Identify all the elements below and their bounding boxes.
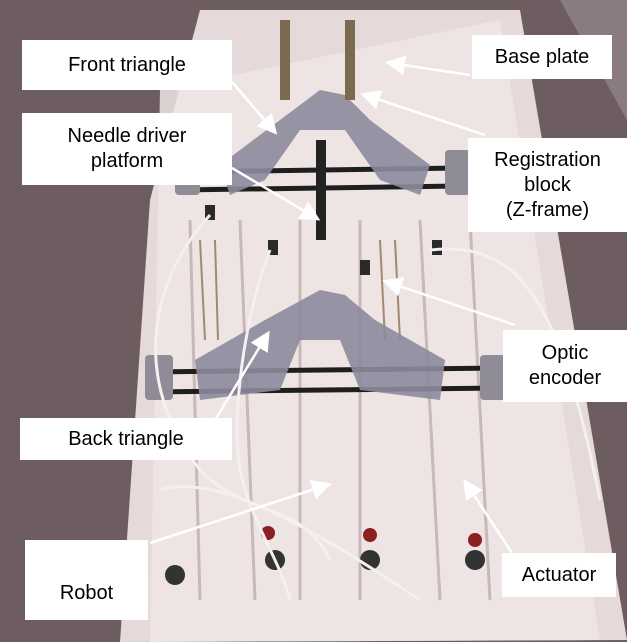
- arrow-needle-driver-platform: [231, 166, 321, 221]
- registration-block-post: [280, 20, 290, 100]
- label-text: Actuator: [521, 563, 597, 586]
- needle-driver-bar: [316, 140, 326, 240]
- arrow-optic-encoder: [382, 277, 516, 327]
- label-text: Robot: [59, 582, 114, 604]
- label-text: Front triangle: [68, 53, 186, 76]
- label-back-triangle: Back triangle: [20, 418, 232, 460]
- arrow-front-triangle: [231, 81, 278, 135]
- label-base-plate: Base plate: [472, 35, 612, 79]
- label-needle-driver-platform: Needle driver platform: [22, 113, 232, 185]
- label-optic-encoder: Optic encoder: [503, 330, 627, 402]
- label-text: encoder: [528, 367, 602, 389]
- label-text: Optic: [541, 342, 589, 364]
- arrow-base-plate: [385, 55, 471, 77]
- label-text: Registration: [494, 148, 601, 171]
- optic-encoders: [205, 205, 442, 275]
- label-actuator: Actuator: [502, 553, 616, 597]
- arrow-actuator: [463, 478, 514, 554]
- label-robot: Robot: [25, 540, 148, 620]
- label-text: Base plate: [494, 45, 590, 68]
- linear-rails: [188, 219, 492, 601]
- arrow-robot: [149, 480, 332, 545]
- label-text: block: [524, 173, 571, 196]
- label-front-triangle: Front triangle: [22, 40, 232, 90]
- label-text: Back triangle: [68, 427, 184, 450]
- front-triangle-part: [220, 90, 430, 195]
- registration-block-post: [345, 20, 355, 100]
- label-text: Needle driver: [67, 125, 187, 147]
- back-triangle-part: [195, 290, 445, 400]
- label-registration-block: Registration block (Z-frame): [468, 138, 627, 232]
- label-text: platform: [90, 150, 164, 172]
- arrow-back-triangle: [213, 330, 270, 421]
- label-text: (Z-frame): [505, 198, 590, 221]
- arrow-registration-block: [360, 90, 486, 137]
